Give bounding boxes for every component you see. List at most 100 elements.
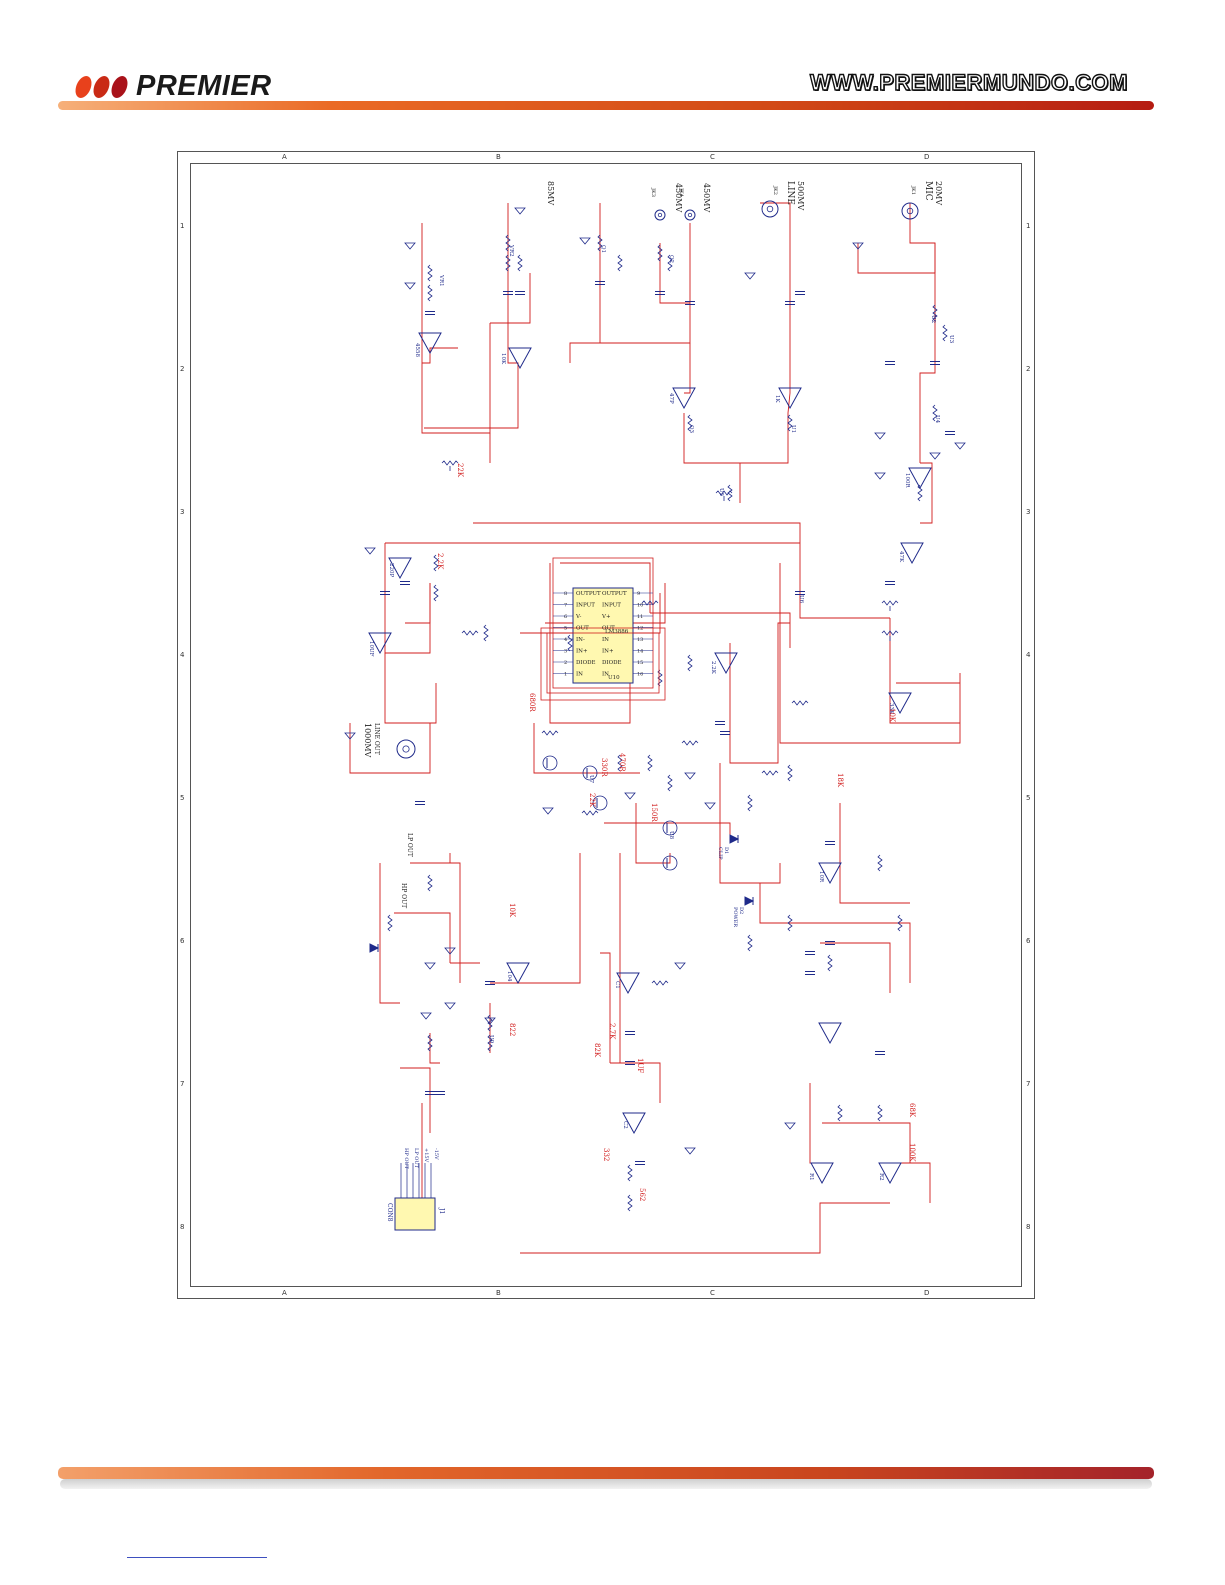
- wire: [919, 323, 936, 463]
- ground-icon: [744, 272, 756, 280]
- component-label: U3: [948, 335, 954, 344]
- wire: [520, 1202, 890, 1254]
- wire: [759, 883, 890, 924]
- resistor-symbol: [427, 1034, 433, 1052]
- value-label-highlight: 18K: [836, 773, 844, 788]
- ground-icon: [684, 772, 696, 780]
- ic-pin-label: IN: [602, 672, 609, 678]
- ground-icon: [514, 207, 526, 215]
- ic-reference: U10: [608, 675, 620, 681]
- wire: [429, 1033, 440, 1064]
- component-label: R1: [808, 1173, 814, 1181]
- resistor-symbol: [427, 284, 433, 302]
- ic-pin-label: OUT: [602, 626, 615, 632]
- zone-col-top: A: [282, 153, 287, 161]
- transistor-icon: [662, 855, 678, 871]
- ground-icon: [344, 732, 356, 740]
- wire: [760, 202, 791, 393]
- wire: [683, 413, 740, 464]
- output-label: LP OUT: [406, 833, 413, 857]
- zone-row-left: 6: [180, 937, 185, 945]
- op-amp-symbol: [508, 347, 532, 370]
- resistor-symbol: [541, 730, 559, 736]
- input-level: 20MV: [934, 181, 943, 205]
- ic-pin-label: OUTPUT: [602, 591, 627, 597]
- resistor-symbol: [787, 914, 793, 932]
- zone-row-left: 5: [180, 794, 185, 802]
- jack-icon: [761, 200, 779, 218]
- component-label: U1: [790, 425, 796, 433]
- component-label: 220P: [388, 563, 394, 577]
- wire: [684, 343, 691, 394]
- resistor-symbol: [761, 770, 779, 776]
- value-label-highlight: 82K: [593, 1043, 601, 1058]
- op-amp-symbol: [368, 632, 392, 655]
- component-label: U2: [930, 315, 936, 323]
- ground-icon: [542, 807, 554, 815]
- wire: [820, 942, 891, 993]
- ic-pin-number: 15: [637, 660, 643, 666]
- resistor-symbol: [917, 484, 923, 502]
- component-label: 4558: [414, 343, 420, 357]
- led-ref: D2: [738, 907, 744, 914]
- ground-icon: [579, 237, 591, 245]
- brand-name: PREMIER: [136, 70, 272, 102]
- value-label-highlight: 2.7K: [608, 1023, 616, 1040]
- transistor-icon: [542, 755, 558, 771]
- value-label-highlight: 150R: [650, 803, 658, 822]
- diode-icon: [744, 896, 755, 906]
- value-label-highlight: 822: [508, 1023, 516, 1036]
- zone-row-right: 4: [1026, 651, 1031, 659]
- zone-col-bottom: C: [710, 1289, 715, 1297]
- jack-icon: [906, 207, 914, 215]
- op-amp-symbol: [672, 387, 696, 410]
- resistor-symbol: [897, 914, 903, 932]
- component-label: 33K: [888, 703, 894, 715]
- page-header: PREMIER WWW.PREMIERMUNDO.COM: [0, 0, 1225, 120]
- component-label: C1: [614, 981, 620, 989]
- drawing-frame-outer: [177, 151, 1035, 1299]
- jack-icon: [684, 209, 696, 221]
- wire: [400, 1067, 431, 1133]
- component-label: R2: [878, 1173, 884, 1181]
- led-label: POWER: [732, 907, 738, 927]
- op-amp-symbol: [888, 692, 912, 715]
- connector-pin-label: HP OUT: [403, 1148, 409, 1170]
- wire: [424, 403, 519, 429]
- wire: [569, 203, 601, 363]
- wire: [410, 862, 461, 983]
- wire: [635, 803, 671, 864]
- jack-icon: [402, 745, 410, 753]
- ic-pin-number: 4: [564, 637, 567, 643]
- op-amp-symbol: [388, 557, 412, 580]
- value-label-highlight: 22K: [456, 463, 464, 478]
- ic-pin-frame: [552, 557, 654, 689]
- ground-icon: [874, 432, 886, 440]
- wire: [920, 462, 933, 524]
- wire: [533, 723, 640, 774]
- ic-pin-label: V+: [601, 614, 611, 620]
- resistor-symbol: [433, 584, 439, 602]
- ic-pin-number: 14: [637, 649, 643, 655]
- ground-icon: [404, 282, 416, 290]
- op-amp-symbol: [714, 652, 738, 675]
- zone-row-right: 5: [1026, 794, 1031, 802]
- zone-row-right: 1: [1026, 222, 1031, 230]
- wire: [650, 612, 791, 648]
- resistor-symbol: [387, 914, 393, 932]
- resistor-symbol: [881, 600, 899, 606]
- footer-divider-bar: [58, 1467, 1154, 1479]
- resistor-symbol: [877, 854, 883, 872]
- led-ref: D1: [723, 847, 729, 854]
- connector-ref: J1: [438, 1207, 445, 1214]
- drawing-frame-inner: [190, 163, 1022, 1287]
- ic-pin-label: OUT: [576, 626, 589, 632]
- component-label: 47K: [898, 551, 904, 563]
- output-label: HP OUT: [400, 883, 407, 908]
- website-url: WWW.PREMIERMUNDO.COM: [809, 69, 1128, 95]
- resistor-symbol: [597, 234, 603, 252]
- resistor-symbol: [567, 634, 573, 652]
- value-label-highlight: 470R: [618, 753, 626, 772]
- op-amp-symbol: [818, 1022, 842, 1045]
- connector-pin-label: LP OUT: [413, 1148, 419, 1169]
